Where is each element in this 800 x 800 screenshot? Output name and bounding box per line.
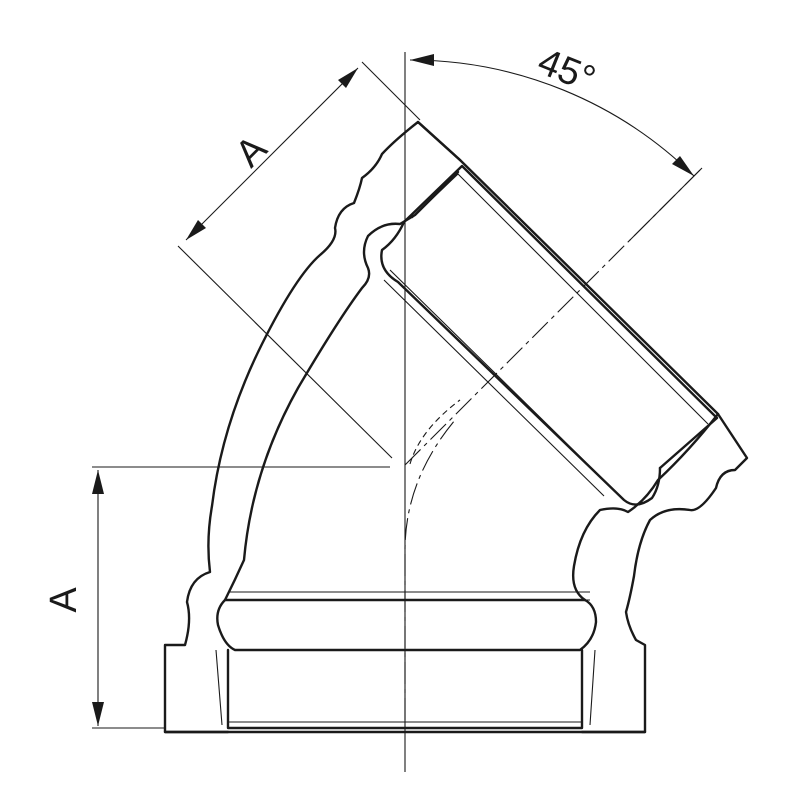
dim-label-vertical: A xyxy=(43,587,85,613)
dimension-branch-a: A xyxy=(177,61,421,459)
dimension-vertical-a: A xyxy=(43,466,390,729)
angle-label: 45° xyxy=(532,41,601,101)
elbow-body xyxy=(163,120,749,734)
inclined-centerline xyxy=(404,169,701,466)
dimension-angle: 45° xyxy=(409,41,703,241)
bend-centerline xyxy=(404,419,456,720)
dim-label-branch: A xyxy=(228,127,276,175)
